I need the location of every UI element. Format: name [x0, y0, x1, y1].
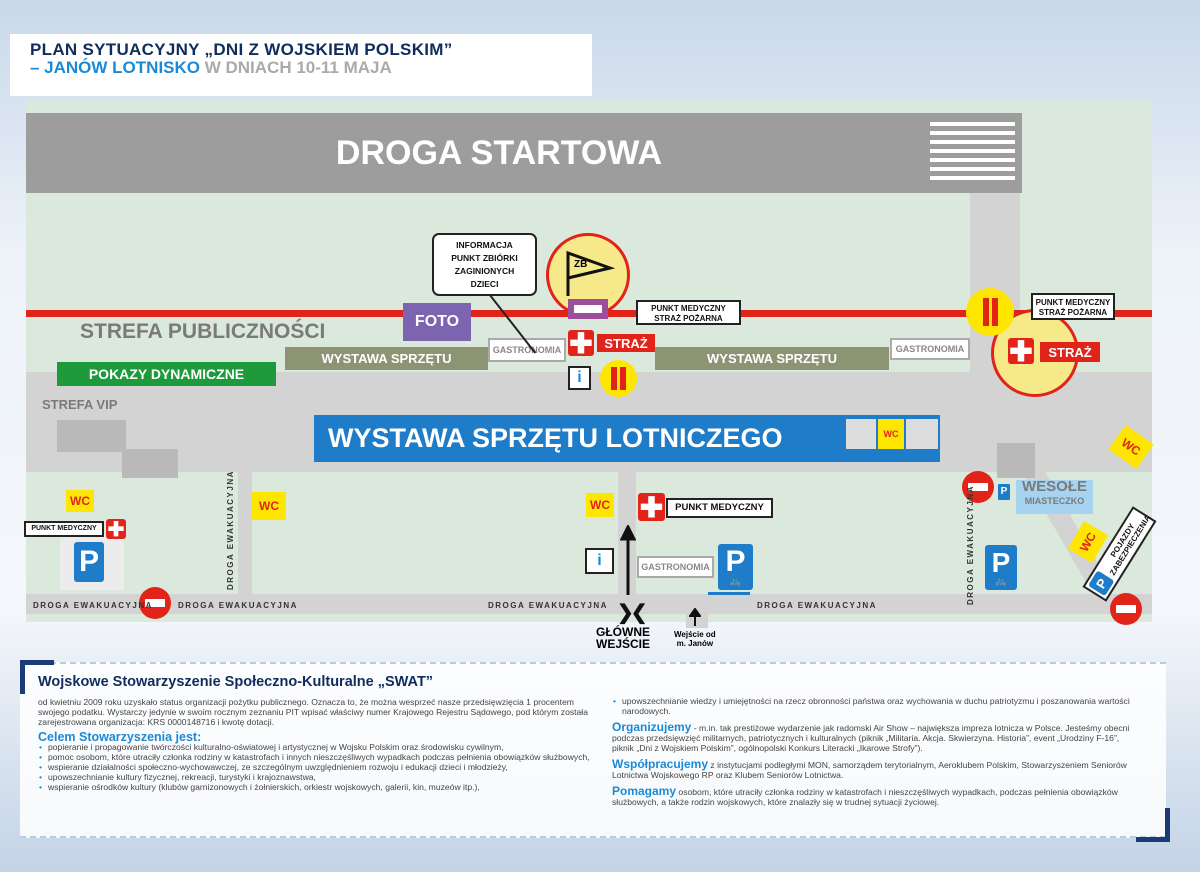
evac-road-label: DROGA EWAKUACYJNA — [488, 601, 608, 610]
goals-heading: Celem Stowarzyszenia jest: — [38, 730, 202, 744]
runway-stripe — [930, 158, 1015, 162]
map-subtitle: – JANÓW LOTNISKO W DNIACH 10-11 MAJA — [30, 58, 392, 77]
runway-stripe — [930, 176, 1015, 180]
medical-point-label: PUNKT MEDYCZNY — [24, 521, 104, 537]
exhibit-zone: WYSTAWA SPRZĘTU — [655, 347, 889, 370]
help-text: Pomagamy osobom, które utraciły członka … — [612, 784, 1118, 807]
wc-marker: WC — [66, 490, 94, 512]
runway-stripe — [930, 131, 1015, 135]
arrow-up-icon — [620, 525, 636, 595]
zb-label: ZB — [574, 259, 588, 270]
panel-left-column: od kwietniu 2009 roku uzyskało status or… — [38, 697, 590, 792]
building — [122, 449, 178, 478]
foto-zone: FOTO — [403, 303, 471, 341]
bike-parking-icon: P🚲 — [718, 544, 753, 590]
parking-icon: P — [998, 484, 1010, 500]
aviation-exhibit-zone: WYSTAWA SPRZĘTU LOTNICZEGO — [314, 415, 940, 462]
vip-zone-label: STREFA VIP — [42, 397, 118, 412]
building — [997, 443, 1035, 478]
evac-road-label: DROGA EWAKUACYJNA — [226, 470, 235, 590]
title-box — [10, 34, 592, 96]
goal-item: wspieranie ośrodków kultury (klubów garn… — [38, 782, 590, 792]
evac-road-label: DROGA EWAKUACYJNA — [966, 485, 975, 605]
bike-parking-icon: P🚲 — [985, 545, 1017, 590]
gastronomy: GASTRONOMIA — [637, 556, 714, 578]
arrow-up-icon — [689, 608, 701, 626]
parking-icon: P — [74, 542, 104, 582]
minus-marker — [568, 299, 608, 319]
parking-pointer — [708, 592, 750, 595]
no-entry-icon — [139, 587, 171, 619]
fire-brigade-label: STRAŻ — [597, 334, 655, 352]
goal-item: popieranie i propagowanie twórczości kul… — [38, 742, 590, 752]
public-zone-label: STREFA PUBLICZNOŚCI — [80, 320, 326, 343]
intro-text: od kwietniu 2009 roku uzyskało status or… — [38, 697, 588, 727]
medical-cross-icon: ✚ — [106, 518, 126, 541]
road — [238, 470, 252, 600]
flag-icon — [566, 250, 615, 296]
corner-bracket — [20, 660, 54, 694]
evac-road — [26, 594, 1152, 614]
booth — [906, 419, 938, 449]
goals-list: popieranie i propagowanie twórczości kul… — [38, 742, 590, 792]
gastronomy: GASTRONOMIA — [890, 338, 970, 360]
goal-item: upowszechnianie kultury fizycznej, rekre… — [38, 772, 590, 782]
goal-item: wspieranie działalności społeczno-wychow… — [38, 762, 590, 772]
info-icon: i — [568, 366, 591, 390]
no-entry-icon — [962, 471, 994, 503]
dynamic-shows-zone: POKAZY DYNAMICZNE — [57, 362, 276, 386]
info-icon: i — [585, 548, 614, 574]
cooperate-text: Współpracujemy z instytucjami podległymi… — [612, 757, 1127, 780]
fire-hydrant-icon — [600, 360, 637, 397]
medical-cross-icon: ✚ — [568, 327, 594, 359]
medical-point-label: PUNKT MEDYCZNY — [666, 498, 773, 518]
wc-marker: WC — [878, 419, 904, 449]
fire-hydrant-icon — [966, 288, 1014, 336]
medical-cross-icon: ✚ — [1008, 335, 1034, 367]
aviation-exhibit-label: WYSTAWA SPRZĘTU LOTNICZEGO — [328, 423, 783, 453]
map-title: PLAN SYTUACYJNY „DNI Z WOJSKIEM POLSKIM” — [30, 40, 453, 59]
runway-stripe — [930, 140, 1015, 144]
goal-item: upowszechnianie wiedzy i umiejętności na… — [612, 696, 1140, 716]
corner-bracket — [1136, 808, 1170, 842]
evac-road-label: DROGA EWAKUACYJNA — [33, 601, 153, 610]
panel-heading: Wojskowe Stowarzyszenie Społeczno-Kultur… — [38, 674, 434, 690]
booth — [846, 419, 876, 449]
fire-brigade-label: STRAŻ — [1040, 342, 1100, 362]
panel-right-column: upowszechnianie wiedzy i umiejętności na… — [612, 696, 1140, 807]
evac-road-label: DROGA EWAKUACYJNA — [757, 601, 877, 610]
runway-stripe — [930, 167, 1015, 171]
building — [57, 420, 126, 452]
runway: DROGA STARTOWA — [26, 113, 1022, 193]
entrance-icon: ❯❮ — [617, 602, 647, 624]
runway-stripe — [930, 149, 1015, 153]
organize-text: Organizujemy - m.in. tak prestiżowe wyda… — [612, 720, 1130, 753]
runway-stripe — [930, 122, 1015, 126]
no-entry-icon — [1110, 593, 1142, 625]
wc-marker: WC — [586, 493, 614, 517]
goal-item: pomoc osobom, które utraciły członka rod… — [38, 752, 590, 762]
exhibit-zone: WYSTAWA SPRZĘTU — [285, 347, 488, 370]
wc-marker: WC — [252, 492, 286, 520]
evac-road-label: DROGA EWAKUACYJNA — [178, 601, 298, 610]
medical-cross-icon: ✚ — [638, 491, 665, 523]
